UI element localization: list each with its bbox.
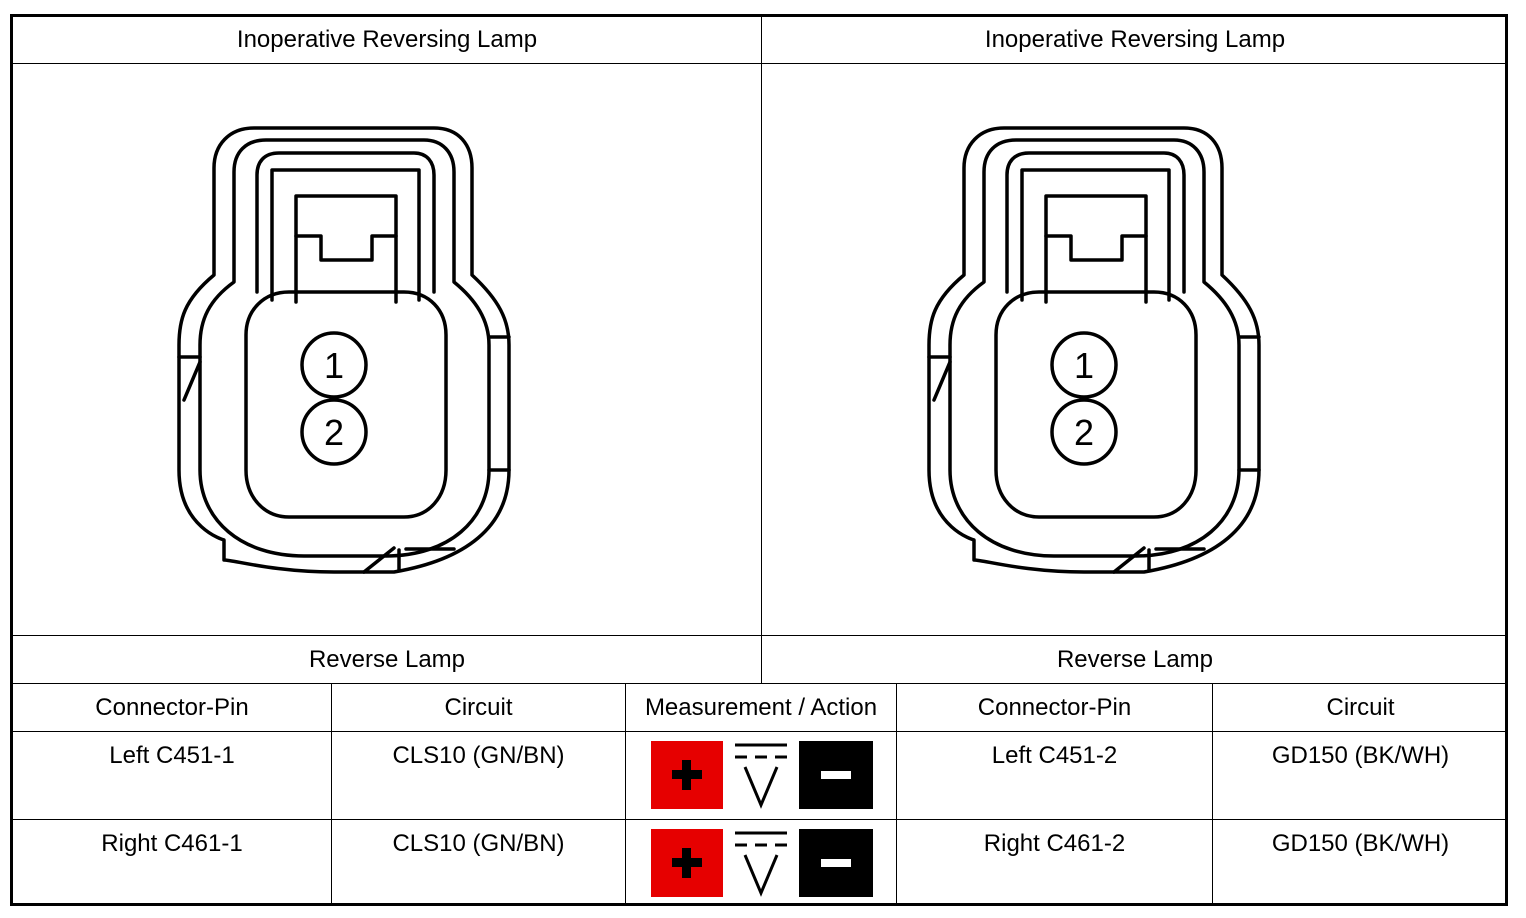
pin-2: 2 — [300, 398, 368, 466]
connector-pin-cell: Right C461-1 — [101, 830, 243, 857]
divider — [12, 731, 1508, 732]
dc-voltage-icon — [735, 831, 787, 897]
circuit-cell: CLS10 (GN/BN) — [392, 742, 565, 769]
negative-probe-icon — [799, 829, 873, 897]
pin-1: 1 — [300, 331, 368, 399]
right-connector-diagram: 1 2 — [927, 126, 1261, 574]
positive-probe-icon — [651, 741, 723, 809]
negative-probe-icon — [799, 741, 873, 809]
pin-1: 1 — [1050, 331, 1118, 399]
divider — [12, 635, 1508, 636]
circuit-cell: GD150 (BK/WH) — [1271, 830, 1450, 857]
dc-voltage-icon — [735, 743, 787, 809]
column-header-connector-pin: Connector-Pin — [977, 693, 1132, 721]
divider — [331, 683, 332, 905]
pin-1-label: 1 — [1074, 345, 1094, 386]
divider — [761, 16, 762, 684]
divider — [625, 683, 626, 905]
column-header-circuit: Circuit — [444, 693, 513, 721]
column-header-circuit: Circuit — [1326, 693, 1395, 721]
divider — [12, 683, 1508, 684]
divider — [12, 63, 1508, 64]
pin-2: 2 — [1050, 398, 1118, 466]
left-section-title: Inoperative Reversing Lamp — [236, 26, 538, 53]
column-header-measurement: Measurement / Action — [644, 693, 878, 721]
connector-pin-cell: Left C451-2 — [991, 742, 1118, 769]
pin-2-label: 2 — [1074, 412, 1094, 453]
pin-2-label: 2 — [324, 412, 344, 453]
circuit-cell: CLS10 (GN/BN) — [392, 830, 565, 857]
voltage-measurement-icon — [651, 741, 873, 809]
right-section-title: Inoperative Reversing Lamp — [984, 26, 1286, 53]
divider — [896, 683, 897, 905]
divider — [12, 819, 1508, 820]
circuit-cell: GD150 (BK/WH) — [1271, 742, 1450, 769]
positive-probe-icon — [651, 829, 723, 897]
left-connector-diagram: 1 2 — [177, 126, 511, 574]
voltage-measurement-icon — [651, 829, 873, 897]
right-component-label: Reverse Lamp — [1056, 645, 1214, 673]
left-component-label: Reverse Lamp — [308, 645, 466, 673]
divider — [1212, 683, 1213, 905]
pin-1-label: 1 — [324, 345, 344, 386]
connector-pin-cell: Right C461-2 — [983, 830, 1126, 857]
connector-pin-cell: Left C451-1 — [109, 742, 235, 769]
diagram-frame — [10, 14, 1508, 906]
column-header-connector-pin: Connector-Pin — [95, 693, 249, 721]
